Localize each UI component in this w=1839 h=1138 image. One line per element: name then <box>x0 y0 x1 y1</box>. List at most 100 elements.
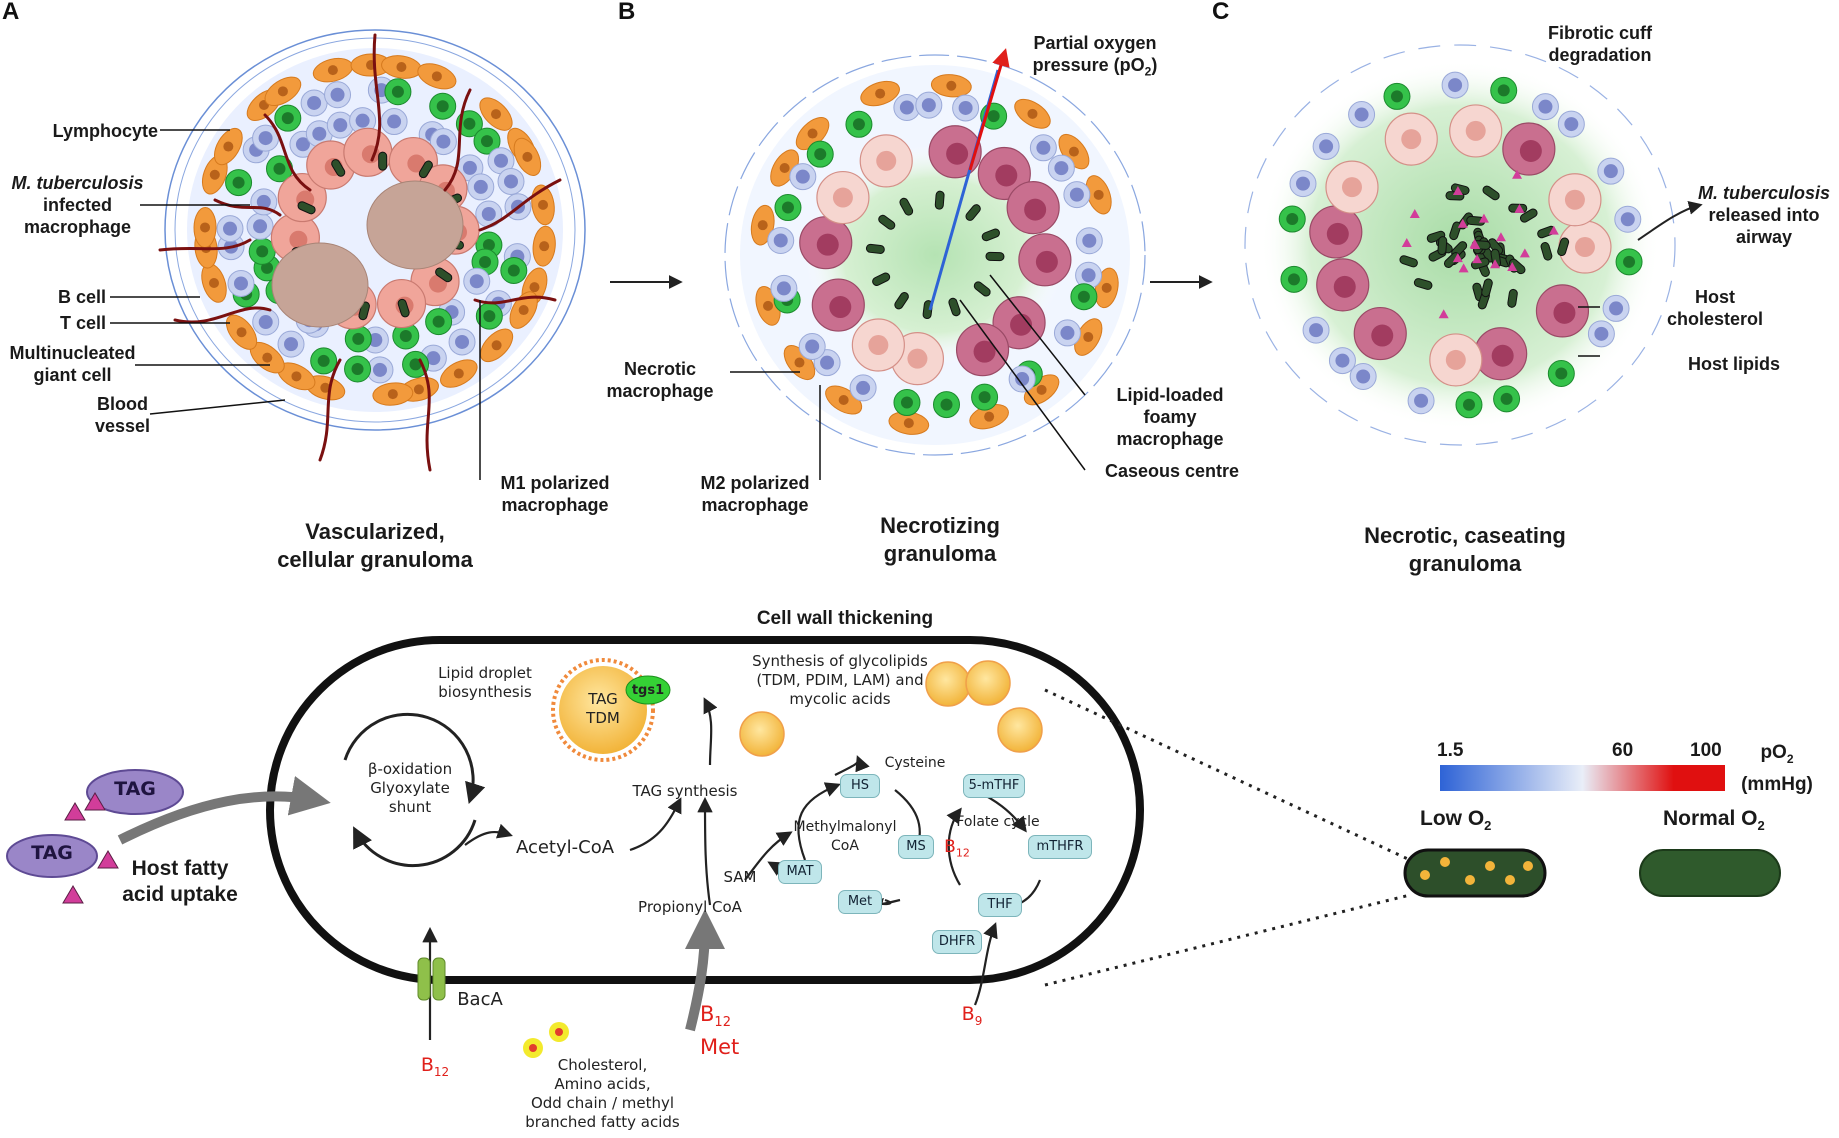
label-host-cholesterol: Host cholesterol <box>1655 286 1775 330</box>
necrotic-line1: Necrotic <box>623 359 697 379</box>
label-glycolipids: Synthesis of glycolipids (TDM, PDIM, LAM… <box>735 652 945 709</box>
chol-line2: cholesterol <box>1666 309 1764 329</box>
label-normal-o2: Normal O2 <box>1663 808 1793 837</box>
m2-line2: macrophage <box>701 495 809 515</box>
label-infected-macrophage: M. tuberculosis infected macrophage <box>0 172 155 238</box>
label-beta-oxidation: β-oxidation Glyoxylate shunt <box>355 760 465 817</box>
granuloma-c-art <box>1244 44 1703 446</box>
met-red: Met <box>700 1035 740 1060</box>
label-sam: SAM <box>723 868 757 886</box>
nutr-line4: branched fatty acids <box>525 1113 680 1131</box>
b12-ms-letter: B <box>944 837 956 857</box>
label-propionyl-coa: Propionyl CoA <box>638 898 742 916</box>
enzyme-hs: HS <box>840 774 880 798</box>
beta-line1: β-oxidation <box>367 760 453 778</box>
label-nutrients: Cholesterol, Amino acids, Odd chain / me… <box>515 1056 690 1132</box>
panel-label-c: C <box>1212 0 1230 25</box>
cuff-line1: Fibrotic cuff <box>1548 23 1652 43</box>
chol-line1: Host <box>1695 287 1735 307</box>
released-line2: airway <box>1735 227 1793 247</box>
enzyme-thf: THF <box>978 893 1022 917</box>
mtb-released-italic: M. tuberculosis <box>1697 183 1831 203</box>
po2-value-100: 100 <box>1690 740 1722 761</box>
b12-baca-letter: B <box>420 1054 434 1076</box>
title-granuloma-b: Necrotizing granuloma <box>830 512 1050 568</box>
enzyme-dhfr: DHFR <box>932 930 982 954</box>
host-tag-1: TAG <box>114 778 156 800</box>
po2-unit-line2: (mmHg) <box>1741 773 1813 795</box>
panel-label-a: A <box>2 0 20 25</box>
po2-end: ) <box>1151 55 1158 75</box>
nutr-line2: Amino acids, <box>554 1075 651 1093</box>
glyco-line3: mycolic acids <box>789 690 891 708</box>
label-cell-wall-thickening: Cell wall thickening <box>756 608 934 629</box>
label-foamy-macrophage: Lipid-loaded foamy macrophage <box>1100 384 1240 450</box>
label-cysteine: Cysteine <box>884 755 946 771</box>
label-b12-baca: B12 <box>410 1056 460 1082</box>
label-droplet-tag-tdm: TAG TDM <box>573 690 633 728</box>
lipid-droplets-small <box>739 660 1043 757</box>
po2-gradient-bar <box>1440 765 1725 791</box>
nutr-line1: Cholesterol, <box>557 1056 648 1074</box>
released-line1: released into <box>1708 205 1820 225</box>
title-c-line2: granuloma <box>1408 551 1522 576</box>
giant-line2: giant cell <box>33 365 112 385</box>
enzyme-mat: MAT <box>778 860 822 884</box>
beta-line3: shunt <box>388 798 432 816</box>
label-folate-cycle: Folate cycle <box>956 814 1040 830</box>
label-caseous-centre: Caseous centre <box>1105 461 1240 481</box>
title-granuloma-c: Necrotic, caseating granuloma <box>1340 522 1590 578</box>
label-necrotic-macrophage: Necrotic macrophage <box>595 358 725 402</box>
droplet-tag: TAG <box>588 690 618 708</box>
label-host-fatty-acid-uptake: Host fatty acid uptake <box>110 856 250 908</box>
granuloma-b-art <box>724 48 1146 456</box>
enzyme-ms: MS <box>898 835 934 859</box>
infected-line1: infected <box>42 195 112 215</box>
po2-unit: pO2 (mmHg) <box>1732 740 1822 797</box>
foamy-line2: foamy <box>1143 407 1197 427</box>
b12-ms-sub: 12 <box>955 846 970 860</box>
title-granuloma-a: Vascularized, cellular granuloma <box>230 518 520 574</box>
label-tag-synthesis: TAG synthesis <box>632 782 738 800</box>
enzyme-mthfr: mTHFR <box>1028 835 1092 859</box>
label-host-lipids: Host lipids <box>1688 354 1781 374</box>
mm-line2: CoA <box>831 838 859 854</box>
lipid-line2: biosynthesis <box>438 683 532 701</box>
enzyme-met: Met <box>838 890 882 914</box>
lipid-line1: Lipid droplet <box>438 664 532 682</box>
b9-letter: B <box>961 1003 975 1025</box>
po2-line1: Partial oxygen <box>1033 33 1157 53</box>
vessel-line2: vessel <box>94 416 151 436</box>
b12-baca-sub: 12 <box>433 1064 450 1079</box>
normal-o2-bacterium <box>1639 849 1781 897</box>
label-blood-vessel: Blood vessel <box>85 393 160 437</box>
low-o2-sub: 2 <box>1484 818 1492 834</box>
po2-value-60: 60 <box>1612 740 1634 761</box>
label-fibrotic-cuff: Fibrotic cuff degradation <box>1530 22 1670 66</box>
glyco-line1: Synthesis of glycolipids <box>752 652 928 670</box>
po2-unit-line1: pO <box>1760 742 1787 763</box>
necrotic-line2: macrophage <box>606 381 714 401</box>
title-b-line2: granuloma <box>883 541 997 566</box>
beta-line2: Glyoxylate <box>370 779 450 797</box>
label-methylmalonyl: Methylmalonyl CoA <box>790 818 900 856</box>
mm-line1: Methylmalonyl <box>793 819 897 835</box>
label-mtb-released: M. tuberculosis released into airway <box>1690 182 1838 248</box>
foamy-line3: macrophage <box>1116 429 1224 449</box>
label-lymphocyte: Lymphocyte <box>52 121 158 141</box>
normal-o2-sub: 2 <box>1757 818 1765 834</box>
b12-met-sub: 12 <box>714 1015 731 1031</box>
m2-line1: M2 polarized <box>700 473 810 493</box>
title-c-line1: Necrotic, caseating <box>1364 523 1566 548</box>
label-t-cell: T cell <box>59 313 106 333</box>
po2-unit-sub: 2 <box>1786 751 1794 766</box>
m1-line2: macrophage <box>501 495 609 515</box>
title-a-line2: cellular granuloma <box>277 547 473 572</box>
label-low-o2: Low O2 <box>1420 808 1530 837</box>
label-m1-macrophage: M1 polarized macrophage <box>485 472 625 516</box>
uptake-line2: acid uptake <box>122 883 238 906</box>
title-a-line1: Vascularized, <box>305 519 445 544</box>
infected-line2: macrophage <box>23 217 132 237</box>
